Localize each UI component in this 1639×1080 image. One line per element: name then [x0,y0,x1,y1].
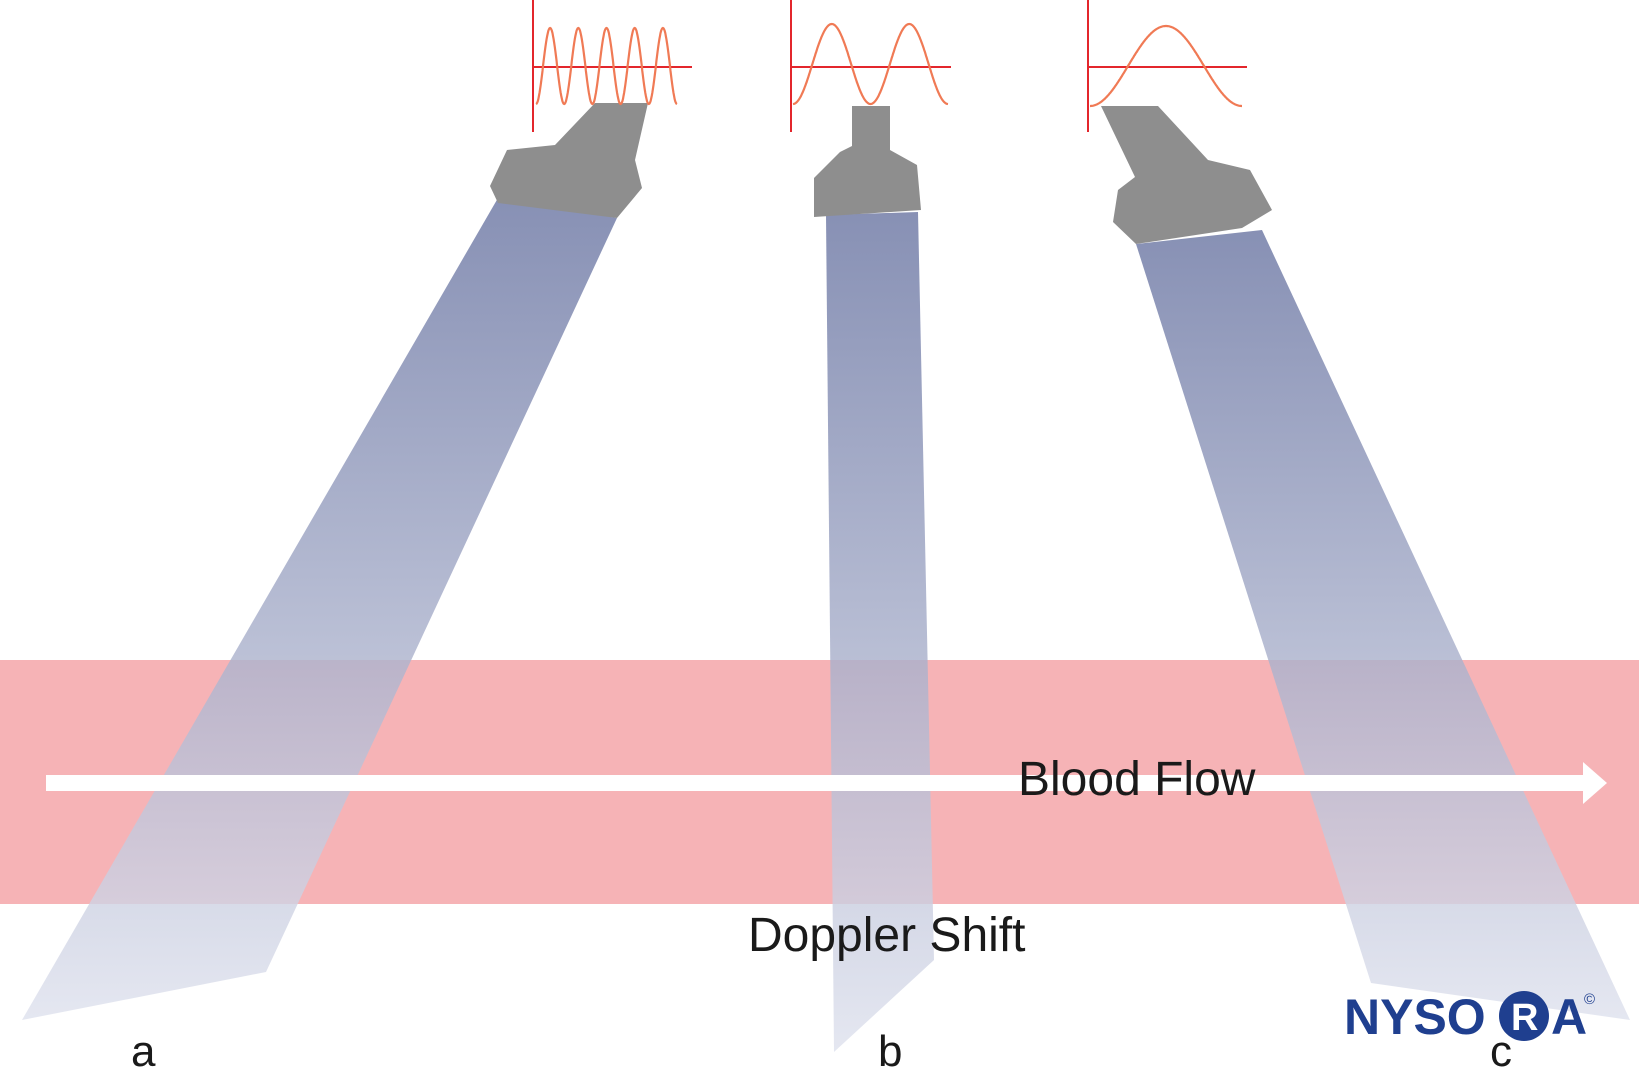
wave-high-frequency [535,26,678,106]
logo-copyright: © [1584,991,1595,1008]
waveform-c [1087,0,1247,132]
logo-circle-letter: R [1511,997,1538,1039]
logo-text-right: A [1551,989,1587,1045]
panel-label-a: a [131,1027,156,1076]
wave-medium-frequency [792,22,949,106]
panel-label-c: c [1490,1027,1512,1076]
beam-c [1136,230,1630,1020]
waveform-a [532,0,692,132]
probe-b [814,106,921,217]
logo-circle [1499,991,1549,1041]
beam-b [826,212,934,1052]
wave-low-frequency [1090,24,1242,108]
beam-a [22,198,617,1020]
waveform-b [790,0,951,132]
logo-text-left: NYSO [1344,989,1486,1045]
doppler-shift-label: Doppler Shift [748,909,1025,962]
blood-flow-arrow [46,762,1607,804]
probe-c [1101,106,1272,244]
panel-label-b: b [878,1027,902,1076]
probe-a [490,103,648,218]
nysora-logo: NYSO R A © [1344,989,1595,1045]
blood-flow-label: Blood Flow [1018,753,1256,806]
